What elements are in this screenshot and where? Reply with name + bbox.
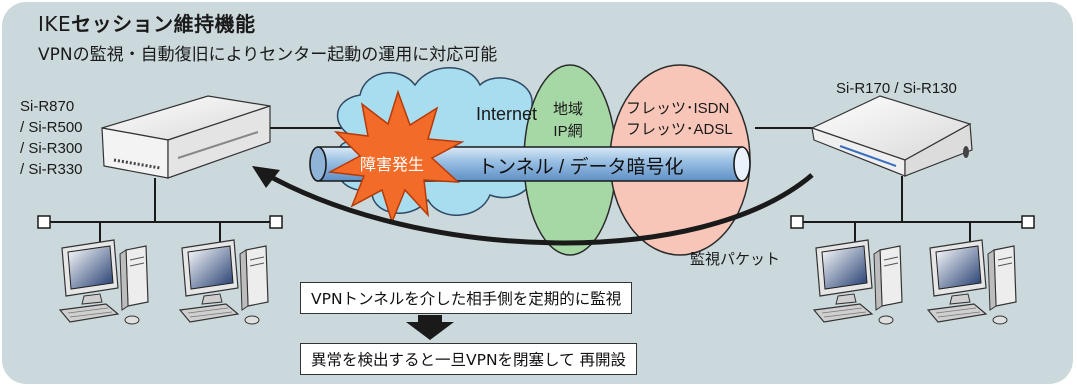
left-router-label: Si-R870 / Si-R500 / Si-R300 / Si-R330: [20, 98, 83, 178]
left-pc-2: [179, 239, 269, 325]
callout-recover: 異常を検出すると一旦VPNを閉塞して 再開設: [300, 343, 638, 375]
internet-label: Internet: [476, 104, 538, 124]
regional-label: 地域 IP網: [553, 101, 584, 140]
flets-label: フレッツ･ISDN フレッツ･ADSL: [626, 100, 733, 138]
callout-monitor: VPNトンネルを介した相手側を定期的に監視: [300, 282, 633, 314]
title-prefix: IKE: [38, 12, 72, 36]
title-main: セッション維持機能: [71, 12, 256, 36]
monitor-packet-label: 監視パケット: [690, 251, 781, 268]
left-pc-1: [59, 239, 149, 325]
tunnel-label: トンネル / データ暗号化: [478, 157, 684, 178]
right-router: [810, 95, 973, 177]
diagram-subtitle: VPNの監視・自動復旧によりセンター起動の運用に対応可能: [38, 45, 498, 65]
right-pc-2: [927, 239, 1017, 325]
monitor-arrow: [260, 169, 814, 246]
process-arrow: [406, 315, 454, 340]
monitor-arrowhead: [252, 166, 280, 188]
diagram-title: IKEセッション維持機能: [38, 8, 256, 37]
fault-label: 障害発生: [360, 157, 425, 174]
left-router: [101, 95, 271, 179]
right-router-label: Si-R170 / Si-R130: [836, 80, 957, 97]
right-pc-1: [813, 239, 903, 325]
